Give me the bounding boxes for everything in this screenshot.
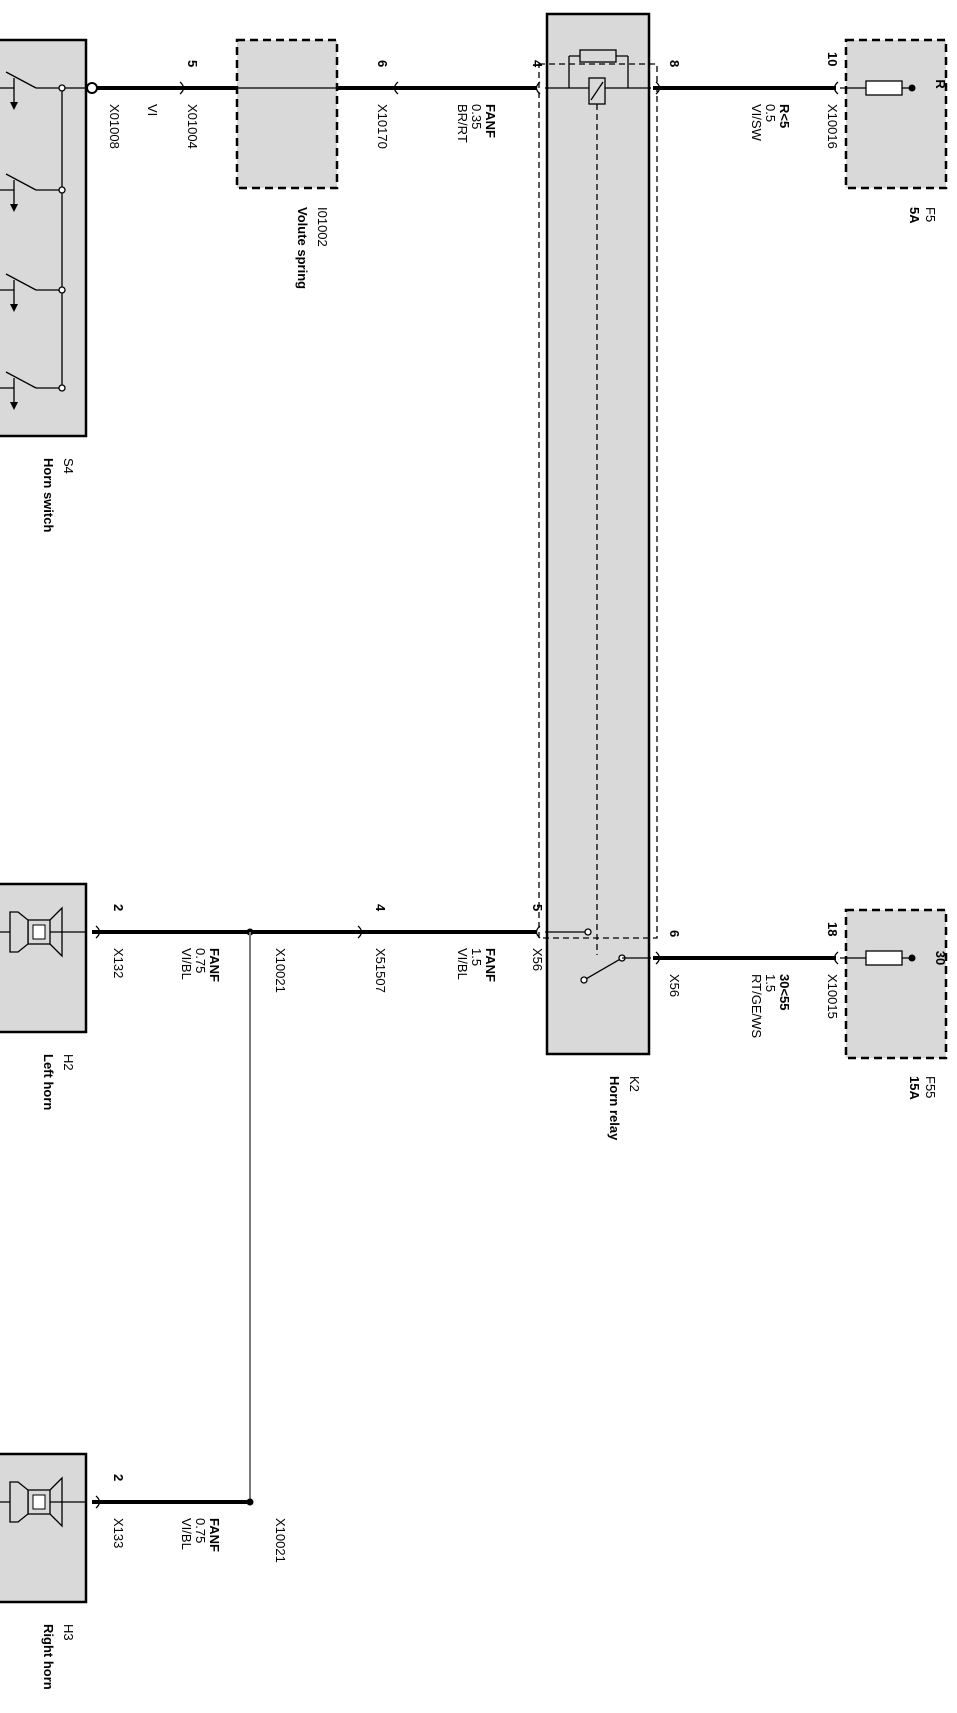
wire-k2-mid-line3: VI/BL (455, 948, 470, 980)
f5-rating-label: 5A (907, 207, 922, 224)
pin-k2-6-label: 6 (667, 930, 682, 937)
pin-x56-6-label: X56 (667, 974, 682, 997)
horn-switch-s4 (0, 38, 88, 438)
s4-id-label: S4 (61, 458, 76, 474)
f5-terminal-label: R (933, 79, 948, 89)
wire-h3-line1: FANF (207, 1518, 222, 1552)
right-horn-h3 (0, 1452, 88, 1604)
connector-x51507-symbol (357, 925, 363, 939)
volute-name-label: Volute spring (295, 207, 310, 289)
wire-h2-line1: FANF (207, 948, 222, 982)
pin-x51507-label: X51507 (373, 948, 388, 993)
pin-k2-8-label: 8 (667, 60, 682, 67)
k2-name-label: Horn relay (607, 1076, 622, 1141)
pin-x10015-label: X10015 (825, 974, 840, 1019)
connector-x10016-symbol (833, 81, 839, 95)
wire-k2-f5-line2: 0.5 (763, 104, 778, 122)
fuse-f5-element (865, 80, 903, 96)
splice-x10021-label: X10021 (273, 948, 288, 993)
f5-id-label: F5 (923, 207, 938, 222)
h2-id-label: H2 (61, 1054, 76, 1071)
splice-x10021-2-label: X10021 (273, 1518, 288, 1563)
wire-k2-mid-line1: FANF (483, 948, 498, 982)
wire-h2-line2: 0.75 (193, 948, 208, 973)
pin-vs-out-label: 6 (375, 60, 390, 67)
switch-contact-2 (0, 173, 62, 212)
connector-x10015-symbol (833, 951, 839, 965)
wire-k2-f55-line2: 1.5 (763, 974, 778, 992)
switch-contact-1 (0, 71, 62, 110)
s4-name-label: Horn switch (41, 458, 56, 532)
wire-h3-line2: 0.75 (193, 1518, 208, 1543)
fuse-f55 (840, 908, 948, 1060)
k2-id-label: K2 (627, 1076, 642, 1092)
pin-h2-label: 2 (111, 904, 126, 911)
wire-vs-k2-line3: BR/RT (455, 104, 470, 143)
pin-f5-label: 10 (825, 52, 840, 66)
wire-h3-line3: VI/BL (179, 1518, 194, 1550)
f55-terminal-label: 30 (933, 951, 948, 965)
volute-spring-box (235, 38, 339, 190)
horn-relay-k2 (538, 12, 658, 1056)
pin-x10170-label: X10170 (375, 104, 390, 149)
connector-x01004-symbol (179, 81, 185, 95)
pin-x01008-label: X01008 (107, 104, 122, 149)
pin-h3-label: 2 (111, 1474, 126, 1481)
pin-x56-5-label: X56 (530, 948, 545, 971)
wire-h2-line3: VI/BL (179, 948, 194, 980)
wire-k2-f55-line1: 30<55 (777, 974, 792, 1011)
h2-name-label: Left horn (41, 1054, 56, 1110)
pin-x133-label: X133 (111, 1518, 126, 1548)
volute-id-label: I01002 (315, 207, 330, 247)
pin-vs-in-label: 5 (185, 60, 200, 67)
wire-k2-f5-line3: VI/SW (749, 104, 764, 142)
connector-x01008 (86, 82, 98, 94)
switch-contact-3 (0, 273, 62, 312)
wire-k2-mid-line2: 1.5 (469, 948, 484, 966)
wire-k2-f5-line1: R<5 (777, 104, 792, 128)
connector-x133-symbol (95, 1495, 101, 1509)
pin-k2-4-label: 4 (530, 60, 545, 68)
relay-diode (579, 49, 617, 63)
pin-x132-label: X132 (111, 948, 126, 978)
left-horn-h2 (0, 882, 88, 1034)
pin-mid-label: 4 (373, 904, 388, 912)
pin-x01004-label: X01004 (185, 104, 200, 149)
h3-id-label: H3 (61, 1624, 76, 1641)
f55-id-label: F55 (923, 1076, 938, 1098)
f55-rating-label: 15A (907, 1076, 922, 1100)
wire-k2-f55-line3: RT/GE/WS (749, 974, 764, 1038)
pin-f55-label: 18 (825, 922, 840, 936)
wire-vs-k2-line2: 0.35 (469, 104, 484, 129)
h3-name-label: Right horn (41, 1624, 56, 1690)
fuse-f5 (840, 38, 948, 190)
pin-x10016-label: X10016 (825, 104, 840, 149)
connector-x132-symbol (95, 925, 101, 939)
pin-k2-5-label: 5 (530, 904, 545, 911)
wire-vs-k2-line1: FANF (483, 104, 498, 138)
fuse-f55-element (865, 950, 903, 966)
switch-contact-4 (0, 371, 62, 410)
wire-s4-vs-color: VI (145, 104, 160, 116)
splice-x10021-2 (246, 1498, 254, 1506)
connector-x10170-symbol (393, 81, 399, 95)
